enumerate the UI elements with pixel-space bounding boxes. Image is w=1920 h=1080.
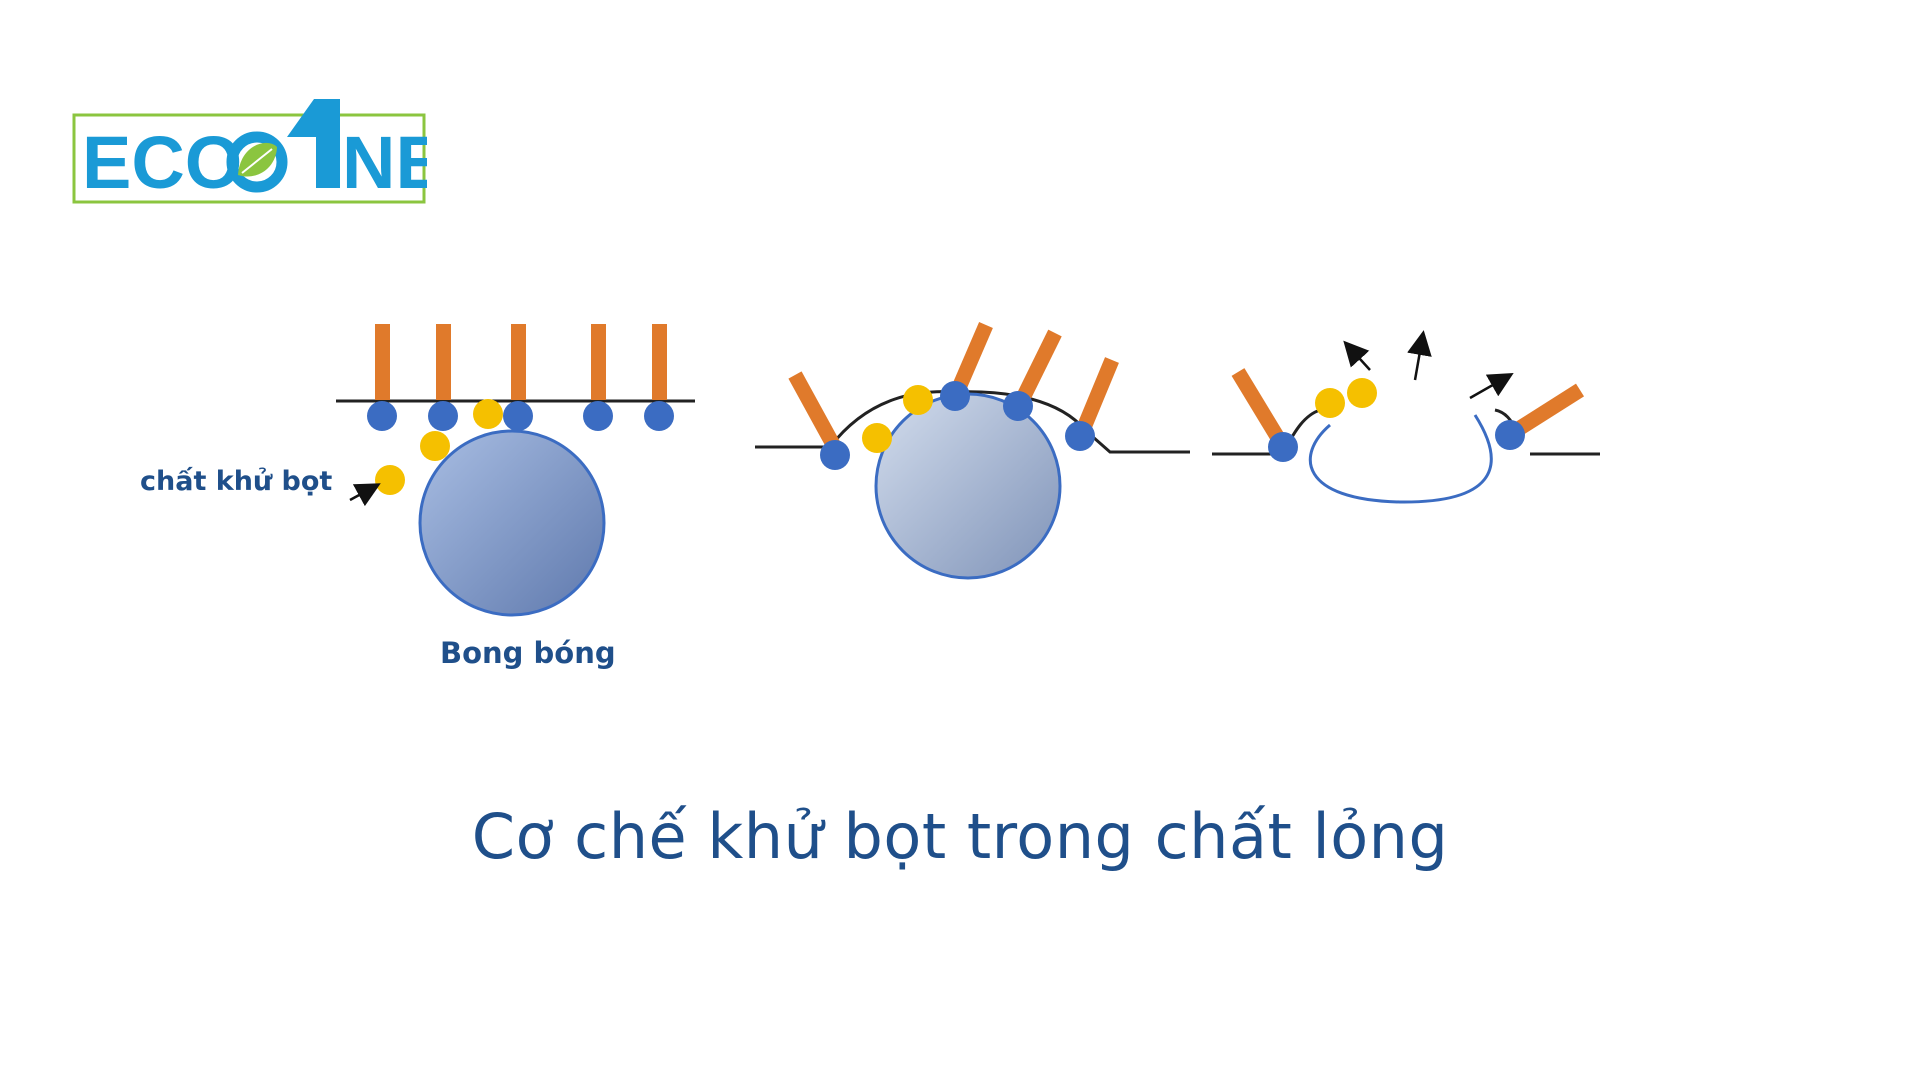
surfactant-tail (511, 324, 526, 400)
logo-text-left: ECO (82, 121, 242, 204)
surfactant-head (1003, 391, 1033, 421)
surfactant-head (940, 381, 970, 411)
surfactant-head (1268, 432, 1298, 462)
surfactant-head (428, 401, 458, 431)
surfactant-head (1065, 421, 1095, 451)
stage-3 (1212, 330, 1600, 504)
surfactant-head (583, 401, 613, 431)
burst-bubble (1308, 414, 1493, 504)
defoamer-particle (473, 399, 503, 429)
defoamer-label: chất khử bọt (140, 466, 333, 497)
surfactant-tail (375, 324, 390, 400)
bubble (874, 392, 1062, 580)
defoamer-particle (1347, 378, 1377, 408)
bubble-label: Bong bóng (440, 636, 616, 670)
arrow-icon (1343, 340, 1371, 371)
logo-graphic: ECO NE (72, 99, 427, 204)
logo-one-mark (287, 99, 340, 188)
stage-1 (336, 324, 695, 617)
bubble (418, 429, 606, 617)
defoamer-particle (1315, 388, 1345, 418)
surfactant-tail (1231, 368, 1285, 442)
defoamer-particle (862, 423, 892, 453)
surfactant-tail (788, 371, 842, 452)
logo-text-right: NE (342, 121, 427, 204)
surfactant-tail (436, 324, 451, 400)
surfactant-tail (1015, 329, 1062, 404)
arrow-icon (349, 483, 381, 507)
surfactant-tail (1515, 383, 1585, 435)
surfactant-tail (951, 322, 993, 393)
surfactant-head (1495, 420, 1525, 450)
defoamer-particle (420, 431, 450, 461)
ecoone-logo: ECO NE (72, 85, 427, 205)
surfactant-head (820, 440, 850, 470)
surfactant-tail (652, 324, 667, 400)
surfactant-head (367, 401, 397, 431)
surfactant-tail (1076, 357, 1119, 433)
surfactant-head (503, 401, 533, 431)
logo-o-ring (226, 131, 288, 193)
diagram-caption: Cơ chế khử bọt trong chất lỏng (471, 800, 1449, 873)
arrow-icon (1407, 330, 1432, 381)
arrow-icon (1469, 373, 1514, 400)
defoamer-particle (903, 385, 933, 415)
stage-2 (755, 322, 1190, 580)
surfactant-head (644, 401, 674, 431)
defoamer-particle (375, 465, 405, 495)
surfactant-row (367, 324, 674, 431)
surfactant-tail (591, 324, 606, 400)
